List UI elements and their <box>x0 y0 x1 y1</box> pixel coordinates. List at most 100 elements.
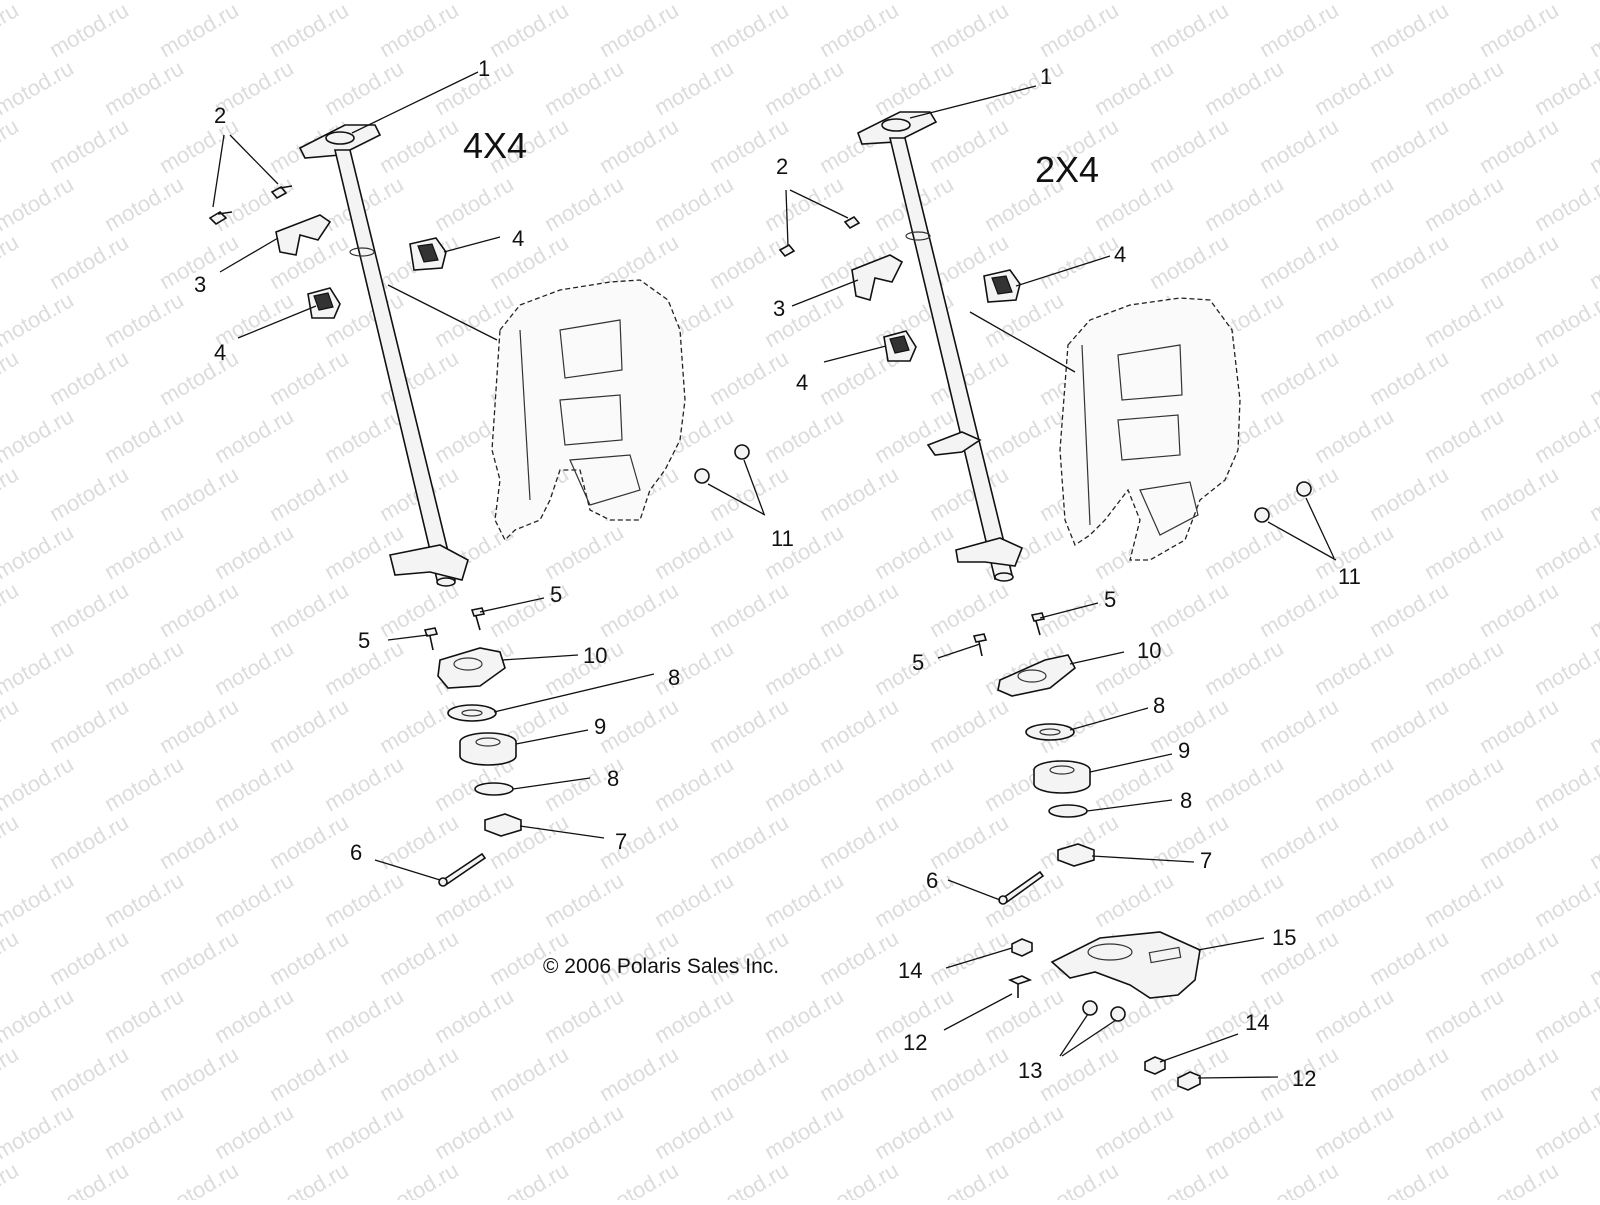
watermark-text: motod.ru <box>595 809 683 874</box>
callout: 5 <box>1104 587 1116 612</box>
watermark-text: motod.ru <box>1255 229 1343 294</box>
watermark-text: motod.ru <box>0 983 78 1048</box>
watermark-text: motod.ru <box>650 55 738 120</box>
screw-2a <box>208 210 233 226</box>
nut-13a <box>1082 1000 1098 1016</box>
callout: 5 <box>358 628 370 653</box>
watermark-text: motod.ru <box>980 983 1068 1048</box>
callout: 8 <box>668 665 680 690</box>
watermark-text: motod.ru <box>210 751 298 816</box>
watermark-text: motod.ru <box>705 0 793 62</box>
watermark-text: motod.ru <box>1090 171 1178 236</box>
watermark-text: motod.ru <box>1310 287 1398 352</box>
watermark-text: motod.ru <box>265 693 353 758</box>
watermark-text: motod.ru <box>1475 0 1563 62</box>
callout: 5 <box>912 650 924 675</box>
watermark-text: motod.ru <box>1585 0 1600 62</box>
watermark-text: motod.ru <box>1365 229 1453 294</box>
watermark-text: motod.ru <box>705 345 793 410</box>
watermark-text: motod.ru <box>0 403 78 468</box>
washer-8b <box>474 782 514 796</box>
watermark-text: motod.ru <box>1255 693 1343 758</box>
callout: 9 <box>1178 738 1190 763</box>
watermark-text: motod.ru <box>1530 403 1600 468</box>
watermark-text: motod.ru <box>1585 1157 1600 1200</box>
watermark-text: motod.ru <box>1585 113 1600 178</box>
watermark-text: motod.ru <box>265 1041 353 1106</box>
watermark-text: motod.ru <box>925 693 1013 758</box>
watermark-text: motod.ru <box>0 577 23 642</box>
watermark-text: motod.ru <box>1365 925 1453 990</box>
watermark-text: motod.ru <box>210 1099 298 1164</box>
watermark-text: motod.ru <box>1310 171 1398 236</box>
callout: 9 <box>594 714 606 739</box>
watermark-text: motod.ru <box>45 693 133 758</box>
watermark-text: motod.ru <box>1365 1041 1453 1106</box>
bearing-housing-10b <box>997 654 1077 697</box>
screw-2c <box>778 243 796 258</box>
watermark-text: motod.ru <box>925 809 1013 874</box>
watermark-text: motod.ru <box>430 55 518 120</box>
watermark-text: motod.ru <box>760 1099 848 1164</box>
callout: 2 <box>776 154 788 179</box>
watermark-text: motod.ru <box>650 867 738 932</box>
watermark-text: motod.ru <box>1475 925 1563 990</box>
watermark-text: motod.ru <box>210 519 298 584</box>
callout: 12 <box>903 1030 927 1055</box>
watermark-text: motod.ru <box>375 925 463 990</box>
watermark-text: motod.ru <box>0 809 23 874</box>
watermark-text: motod.ru <box>1310 983 1398 1048</box>
watermark-text: motod.ru <box>1585 461 1600 526</box>
watermark-text: motod.ru <box>430 867 518 932</box>
callout: 11 <box>771 526 794 551</box>
watermark-text: motod.ru <box>1255 925 1343 990</box>
callout: 10 <box>583 643 607 668</box>
watermark-text: motod.ru <box>980 867 1068 932</box>
watermark-text: motod.ru <box>0 751 78 816</box>
watermark-text: motod.ru <box>1310 403 1398 468</box>
watermark-text: motod.ru <box>1090 635 1178 700</box>
watermark-text: motod.ru <box>155 693 243 758</box>
watermark-text: motod.ru <box>430 171 518 236</box>
bracket-15 <box>1050 931 1201 999</box>
watermark-text: motod.ru <box>265 1157 353 1200</box>
watermark-text: motod.ru <box>320 1099 408 1164</box>
callout: 4 <box>796 370 808 395</box>
nut-7b <box>1057 843 1095 867</box>
watermark-text: motod.ru <box>705 1041 793 1106</box>
watermark-text: motod.ru <box>1145 0 1233 62</box>
watermark-text: motod.ru <box>45 113 133 178</box>
watermark-text: motod.ru <box>1365 693 1453 758</box>
watermark-text: motod.ru <box>0 1041 23 1106</box>
watermark-text: motod.ru <box>1255 345 1343 410</box>
watermark-text: motod.ru <box>0 113 23 178</box>
callout: 3 <box>773 296 785 321</box>
watermark-text: motod.ru <box>210 635 298 700</box>
watermark-text: motod.ru <box>760 403 848 468</box>
washer-8d <box>1048 804 1088 818</box>
watermark-text: motod.ru <box>0 1157 23 1200</box>
watermark-text: motod.ru <box>870 403 958 468</box>
watermark-text: motod.ru <box>870 867 958 932</box>
watermark-text: motod.ru <box>1530 55 1600 120</box>
callout: 6 <box>350 840 362 865</box>
watermark-text: motod.ru <box>705 577 793 642</box>
watermark-text: motod.ru <box>1475 577 1563 642</box>
watermark-text: motod.ru <box>1145 809 1233 874</box>
watermark-text: motod.ru <box>540 519 628 584</box>
watermark-text: motod.ru <box>0 0 23 62</box>
watermark-text: motod.ru <box>265 809 353 874</box>
callout: 1 <box>1040 64 1052 89</box>
watermark-text: motod.ru <box>1200 55 1288 120</box>
watermark-text: motod.ru <box>760 867 848 932</box>
watermark-text: motod.ru <box>1585 577 1600 642</box>
watermark-text: motod.ru <box>210 171 298 236</box>
watermark-text: motod.ru <box>155 925 243 990</box>
watermark-text: motod.ru <box>540 867 628 932</box>
watermark-text: motod.ru <box>815 0 903 62</box>
watermark-text: motod.ru <box>1420 171 1508 236</box>
callout: 8 <box>607 766 619 791</box>
watermark-text: motod.ru <box>1145 229 1233 294</box>
watermark-text: motod.ru <box>1530 751 1600 816</box>
